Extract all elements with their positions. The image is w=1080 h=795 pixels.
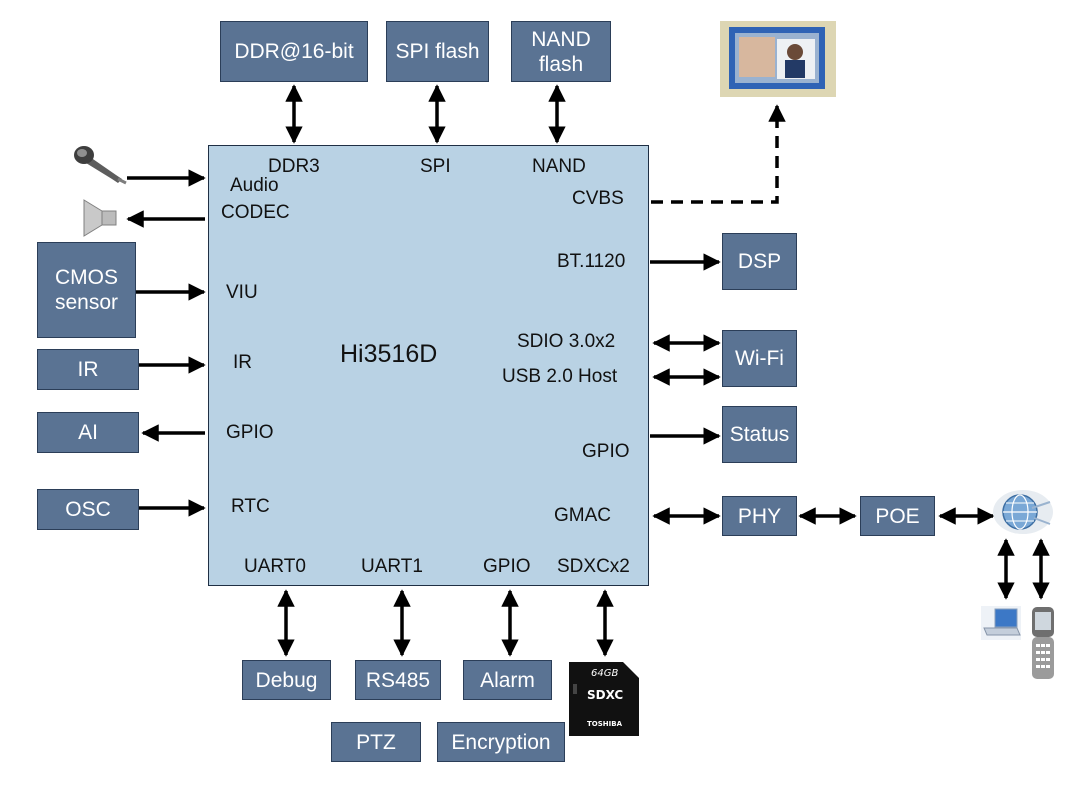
- port-ir: IR: [233, 352, 252, 373]
- port-sdxc: SDXCx2: [557, 556, 630, 577]
- port-spi: SPI: [420, 156, 451, 177]
- alarm-box: Alarm: [463, 660, 552, 700]
- port-cvbs: CVBS: [572, 188, 624, 209]
- ddr-label: DDR@16-bit: [234, 40, 354, 63]
- port-uart0: UART0: [244, 556, 306, 577]
- rs485-box: RS485: [355, 660, 441, 700]
- alarm-label: Alarm: [480, 668, 535, 692]
- poe-box: POE: [860, 496, 935, 536]
- spi-flash-box: SPI flash: [386, 21, 489, 82]
- sd-card-capacity: 64GB: [591, 668, 619, 679]
- spi-flash-label: SPI flash: [395, 40, 480, 63]
- phy-box: PHY: [722, 496, 797, 536]
- ai-label: AI: [78, 421, 98, 444]
- cvbs-link: [651, 104, 786, 204]
- soc-block: [208, 145, 649, 586]
- port-usb: USB 2.0 Host: [502, 366, 618, 387]
- sd-card-brand: TOSHIBA: [587, 720, 622, 728]
- port-sdio: SDIO 3.0x2: [517, 331, 616, 352]
- ddr-box: DDR@16-bit: [220, 21, 368, 82]
- rs485-label: RS485: [365, 668, 431, 692]
- port-gpio-right: GPIO: [582, 441, 630, 462]
- laptop-icon: [981, 606, 1021, 640]
- dsp-box: DSP: [722, 233, 797, 290]
- osc-box: OSC: [37, 489, 139, 530]
- encryption-label: Encryption: [451, 730, 551, 754]
- port-gpio-bottom: GPIO: [483, 556, 531, 577]
- port-rtc: RTC: [231, 496, 270, 517]
- osc-label: OSC: [65, 498, 111, 521]
- port-ddr3: DDR3: [268, 156, 320, 177]
- port-uart1: UART1: [361, 556, 423, 577]
- microphone-icon: [74, 146, 127, 185]
- sd-card-logo: SDXC: [587, 688, 624, 702]
- mobile-phone-icon: [1032, 607, 1054, 679]
- status-label: Status: [729, 423, 790, 446]
- monitor-icon: [720, 21, 836, 97]
- port-viu: VIU: [226, 282, 258, 303]
- encryption-box: Encryption: [437, 722, 565, 762]
- ai-box: AI: [37, 412, 139, 453]
- nand-flash-box: NAND flash: [511, 21, 611, 82]
- network-globe-icon: [993, 490, 1053, 534]
- port-nand: NAND: [532, 156, 586, 177]
- ptz-label: PTZ: [356, 730, 396, 754]
- port-bt1120: BT.1120: [557, 251, 626, 272]
- wifi-label: Wi-Fi: [735, 347, 784, 370]
- ir-box: IR: [37, 349, 139, 390]
- status-box: Status: [722, 406, 797, 463]
- debug-box: Debug: [242, 660, 331, 700]
- speaker-icon: [83, 199, 117, 237]
- sd-card-icon: 64GB SDXC TOSHIBA: [569, 660, 641, 738]
- cmos-sensor-box: CMOS sensor: [37, 242, 136, 338]
- port-audio: Audio: [230, 175, 279, 196]
- port-codec: CODEC: [221, 202, 290, 223]
- debug-label: Debug: [255, 668, 318, 692]
- wifi-box: Wi-Fi: [722, 330, 797, 387]
- phy-label: PHY: [737, 504, 782, 528]
- port-gpio-left: GPIO: [226, 422, 274, 443]
- cmos-sensor-label: CMOS sensor: [54, 266, 119, 314]
- port-gmac: GMAC: [554, 505, 611, 526]
- poe-label: POE: [875, 504, 920, 528]
- nand-flash-label: NAND flash: [531, 27, 591, 76]
- soc-title: Hi3516D: [340, 340, 438, 368]
- dsp-label: DSP: [737, 250, 782, 273]
- ir-label: IR: [77, 358, 99, 381]
- ptz-box: PTZ: [331, 722, 421, 762]
